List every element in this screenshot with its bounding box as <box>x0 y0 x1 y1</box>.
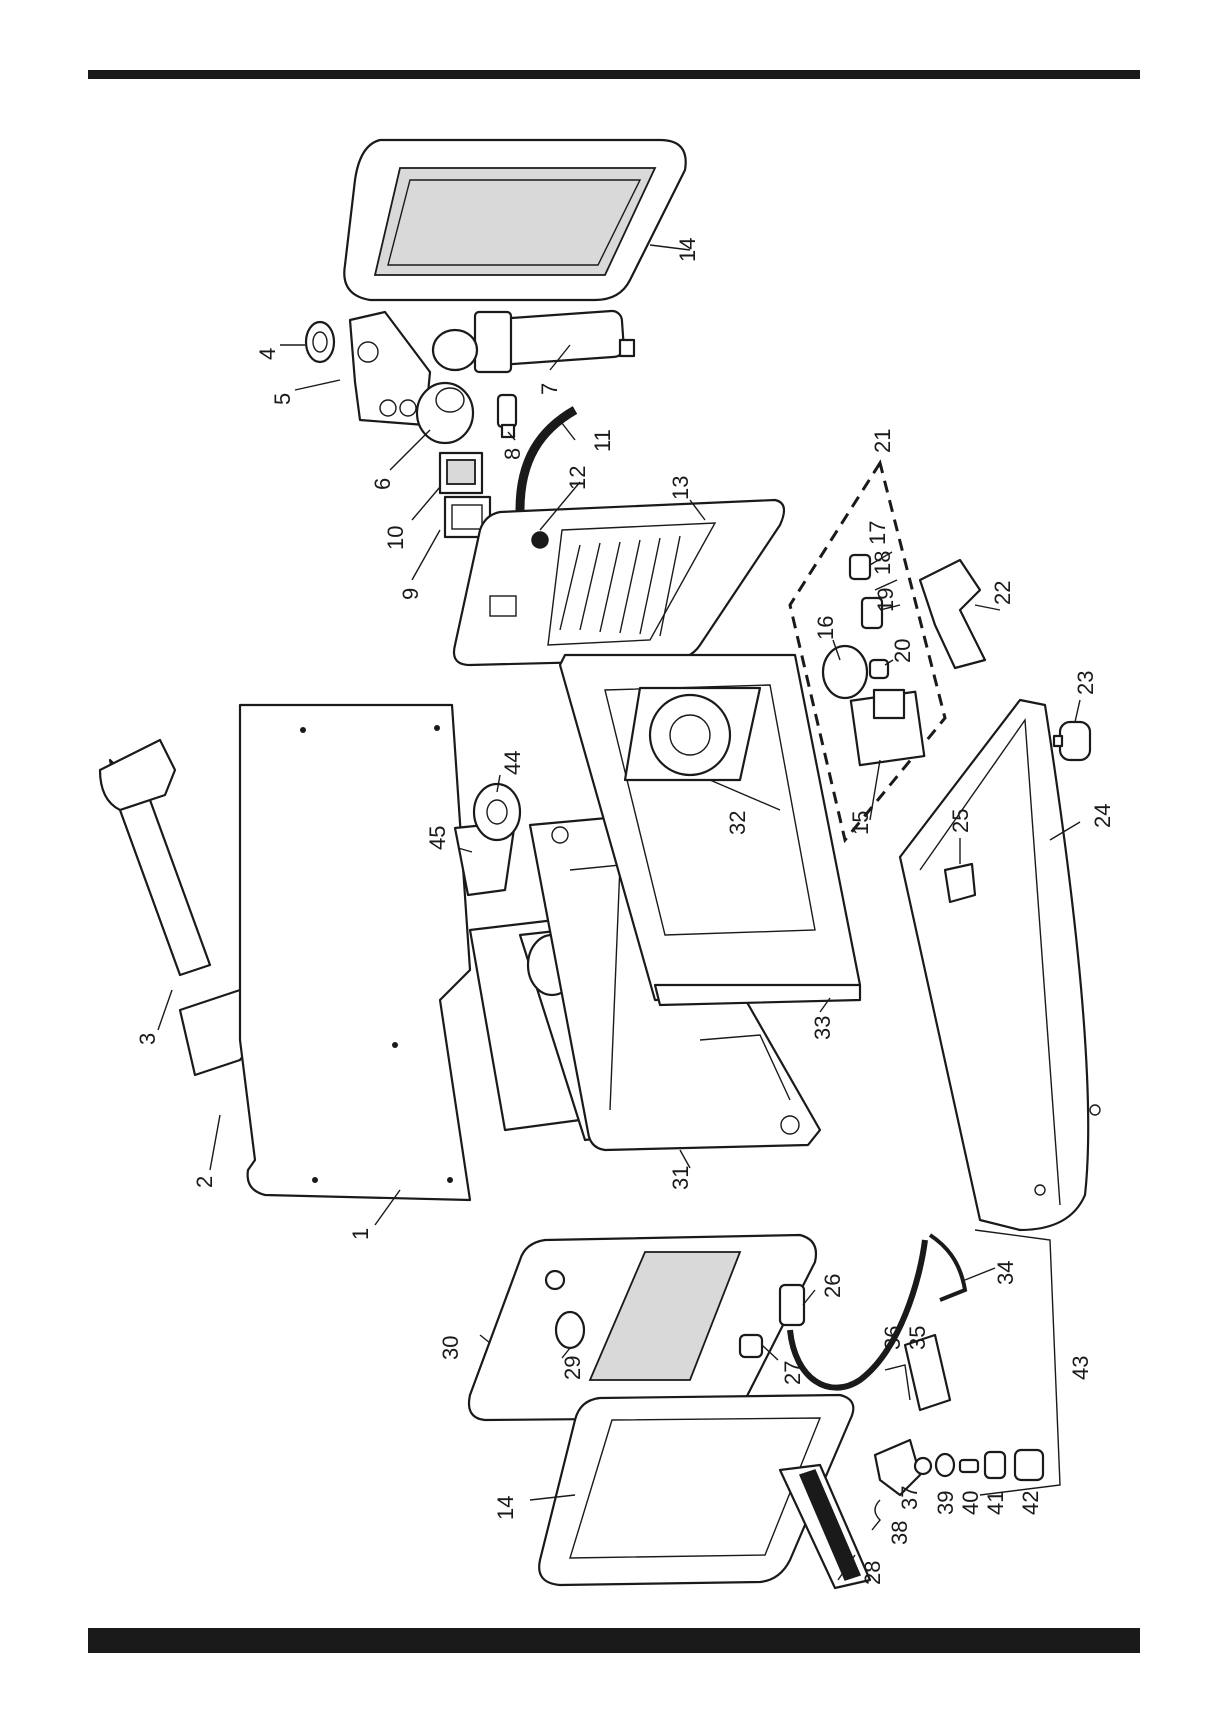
torch-cable-34 <box>930 1235 965 1300</box>
callout-1: 1 <box>348 1228 373 1240</box>
callout-12: 12 <box>565 466 590 490</box>
callout-11: 11 <box>590 429 615 452</box>
callout-7: 7 <box>537 383 562 395</box>
callout-33: 33 <box>810 1016 835 1040</box>
callout-35: 35 <box>905 1326 930 1350</box>
base-tray-24 <box>900 700 1100 1230</box>
handle-frame-top <box>344 140 685 300</box>
callout-29: 29 <box>560 1356 585 1380</box>
callout-15: 15 <box>848 811 873 835</box>
rear-panel-13 <box>454 500 784 665</box>
front-panel-30 <box>469 1235 816 1420</box>
callout-40: 40 <box>958 1491 983 1515</box>
callout-3: 3 <box>135 1033 160 1045</box>
nut-and-bracket <box>306 312 430 425</box>
callout-43: 43 <box>1068 1356 1093 1380</box>
bracket-22 <box>920 560 985 668</box>
callout-18: 18 <box>870 551 895 575</box>
callout-38: 38 <box>887 1521 912 1545</box>
brace-38 <box>872 1500 880 1530</box>
rubber-foot-23 <box>1054 722 1090 760</box>
cover-1 <box>240 705 470 1200</box>
carry-handle-3 <box>100 740 262 1075</box>
callout-20: 20 <box>890 639 915 663</box>
callout-8: 8 <box>500 448 525 460</box>
callout-44: 44 <box>500 751 525 775</box>
callout-39: 39 <box>933 1491 958 1515</box>
callout-45: 45 <box>425 826 450 850</box>
callout-10: 10 <box>383 526 408 550</box>
callout-41: 41 <box>983 1491 1008 1515</box>
callout-23: 23 <box>1073 671 1098 695</box>
regulator-filter <box>433 310 634 372</box>
callout-9: 9 <box>398 588 423 600</box>
callout-13: 13 <box>668 476 693 500</box>
callout-17: 17 <box>865 521 890 545</box>
callout-27: 27 <box>780 1361 805 1385</box>
callout-24: 24 <box>1090 804 1115 828</box>
callout-36: 36 <box>880 1326 905 1350</box>
callout-25: 25 <box>948 809 973 833</box>
callout-21: 21 <box>870 429 895 453</box>
callout-28: 28 <box>860 1561 885 1585</box>
callout-19: 19 <box>873 588 898 612</box>
filter-board-45 <box>455 784 520 895</box>
callout-34: 34 <box>993 1261 1018 1285</box>
callout-26: 26 <box>820 1274 845 1298</box>
callout-4: 4 <box>255 348 280 360</box>
callout-31: 31 <box>668 1166 693 1190</box>
callout-16: 16 <box>813 616 838 640</box>
callout-14-top: 14 <box>675 238 700 262</box>
callout-32: 32 <box>725 811 750 835</box>
callout-14-bottom: 14 <box>493 1496 518 1520</box>
callout-42: 42 <box>1018 1491 1043 1515</box>
callout-6: 6 <box>370 478 395 490</box>
callout-2: 2 <box>192 1176 217 1188</box>
callout-22: 22 <box>990 581 1015 605</box>
fitting-8 <box>498 395 516 437</box>
callout-30: 30 <box>438 1336 463 1360</box>
callout-5: 5 <box>270 393 295 405</box>
callout-37: 37 <box>897 1486 922 1510</box>
